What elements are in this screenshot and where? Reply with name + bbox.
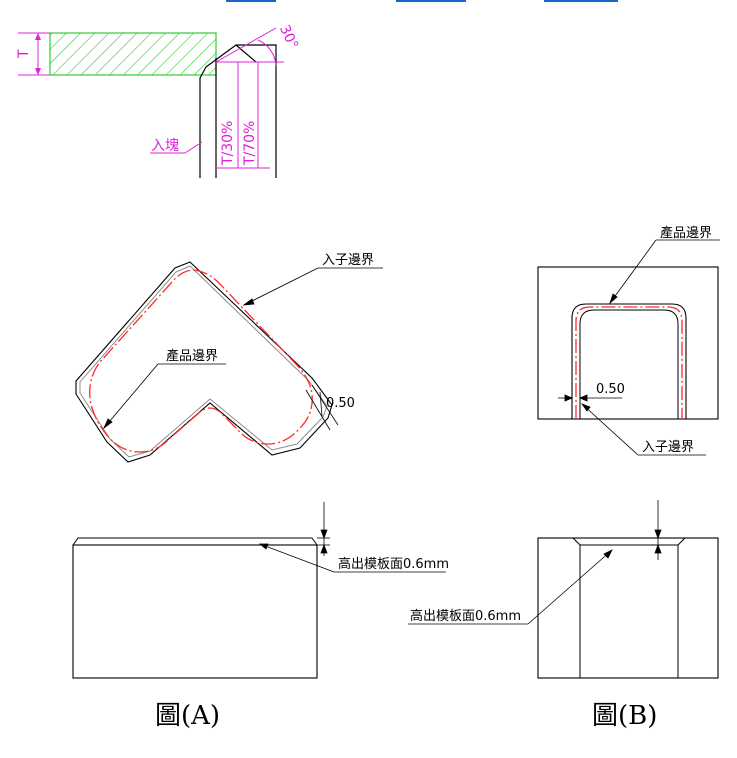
fig-b-insert-boundary [571,303,687,419]
fig-a-insert-leader [242,267,383,306]
fig-b-product-leader [609,239,720,305]
fig-a-insert-boundary-inner [79,265,328,458]
fig-a-label-insert-edge: 入子邊界 [322,253,374,268]
fig-b-inner-cavity [579,309,679,419]
fig-a-label-product-edge: 產品邊界 [166,348,218,364]
fig-a-raise-leader [258,543,446,573]
fig-b-raise-leader [408,549,613,625]
label-70pct: T/70% [242,121,258,166]
angle-dimension [215,27,284,169]
fig-b-label-gap: 0.50 [596,382,625,397]
fig-b-label-product-edge: 產品邊界 [660,225,712,241]
figure-a-side: 高出模板面0.6mm [72,502,449,679]
label-30pct: T/30% [220,121,236,166]
fig-b-label-raise: 高出模板面0.6mm [410,608,521,624]
fig-b-label-insert-edge: 入子邊界 [642,440,694,455]
thickness-dimension [18,32,50,76]
fig-b-raised-top [572,537,686,546]
figure-b-plan: 產品邊界 0.50 入子邊界 [537,225,720,456]
fig-a-label-raise: 高出模板面0.6mm [338,556,449,572]
label-inset: 入塊 [151,138,179,154]
fig-b-raise-dimension [654,500,662,560]
label-angle: 30° [276,23,301,52]
fig-b-outer-block [537,266,719,420]
fig-a-product-boundary [89,269,313,453]
fig-a-label-gap: 0.50 [326,396,355,411]
fig-a-raised-top [72,537,318,546]
figure-a-plan: 入子邊界 產品邊界 0.50 [75,253,383,463]
fig-a-raise-dimension [317,502,330,556]
inset-block-outline [199,44,277,178]
label-thickness-t: T [16,49,32,59]
fig-a-product-leader [103,363,226,430]
fig-a-side-body [72,544,318,679]
fig-b-side-body [537,537,719,679]
hatched-plate [49,32,217,76]
fig-b-gap-dimension [558,394,622,402]
fig-a-gap-dimension [305,384,339,431]
fig-b-product-boundary [575,306,683,419]
figure-b-side: 高出模板面0.6mm [408,500,719,679]
top-detail: T 30° T/30% T/70% 入塊 [16,23,301,178]
fig-b-caption: 圖(B) [592,701,657,731]
inset-leader [150,141,203,154]
fig-b-insert-leader [580,403,706,456]
fig-a-caption: 圖(A) [155,701,220,731]
